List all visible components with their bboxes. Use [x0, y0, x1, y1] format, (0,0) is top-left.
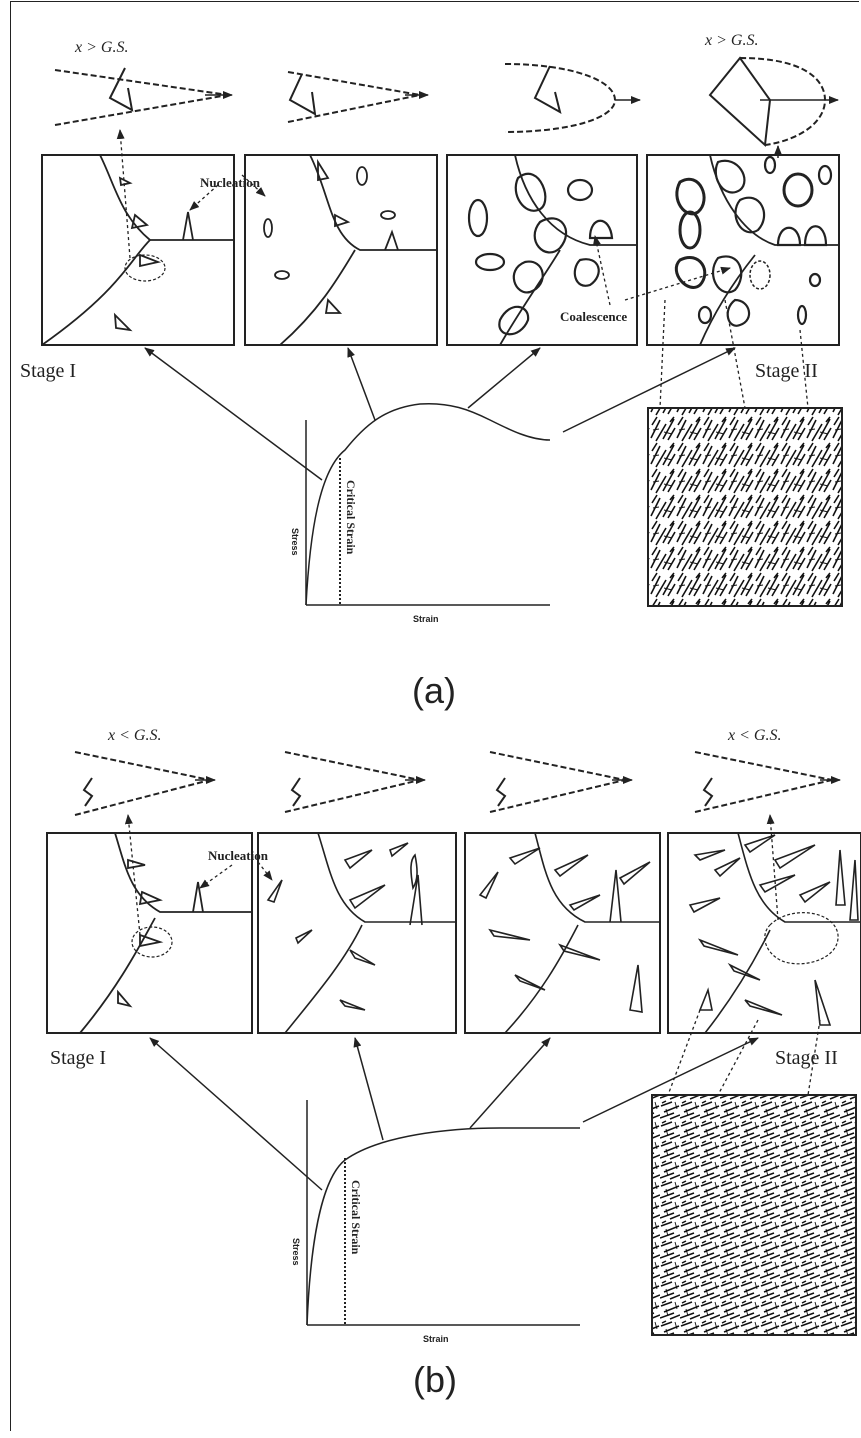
figure-frame	[10, 1, 859, 1431]
